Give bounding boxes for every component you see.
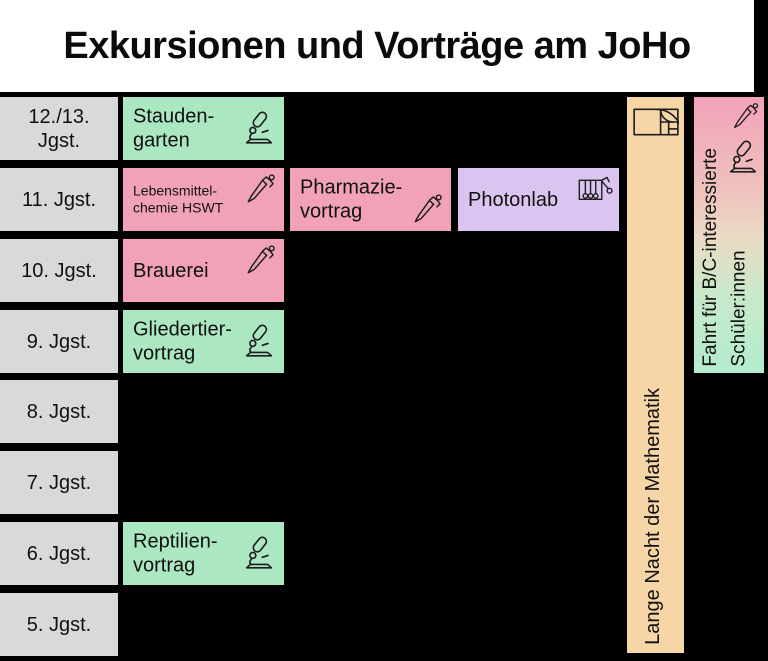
grade-label-10: 10. Jgst. — [0, 239, 118, 302]
grade-label-text: 9. Jgst. — [26, 330, 92, 353]
microscope-icon — [245, 109, 273, 144]
activity-label: Reptilien-vortrag — [133, 530, 218, 577]
page-title: Exkursionen und Vorträge am JoHo — [63, 24, 691, 67]
activity-label: Lebensmittel-chemie HSWT — [133, 182, 224, 216]
microscope-icon — [245, 322, 273, 357]
grade-label-8: 8. Jgst. — [0, 380, 118, 443]
activity-label: Pharmazie-vortrag — [300, 176, 403, 223]
activity-pharmazievortrag: Pharmazie-vortrag — [290, 168, 451, 231]
grade-label-12-13: 12./13. Jgst. — [0, 97, 118, 160]
grade-label-6: 6. Jgst. — [0, 522, 118, 585]
activity-gliedertiervortrag: Gliedertier-vortrag — [123, 310, 284, 373]
activity-lebensmittelchemie: Lebensmittel-chemie HSWT — [123, 168, 284, 231]
bar-label-line1: Fahrt für B/C-interessierte — [700, 148, 721, 367]
grade-label-text: 12./13. Jgst. — [28, 105, 90, 152]
newtons-cradle-icon — [578, 176, 613, 201]
activity-label: Brauerei — [133, 259, 209, 282]
activity-label: Stauden-garten — [133, 105, 215, 152]
grade-label-text: 6. Jgst. — [26, 542, 92, 565]
microscope-icon — [245, 534, 273, 569]
header: Exkursionen und Vorträge am JoHo — [0, 0, 754, 92]
grade-label-text: 11. Jgst. — [21, 188, 97, 211]
pipette-icon — [733, 103, 759, 129]
bar-lange-nacht-der-mathematik: Lange Nacht der Mathematik — [627, 97, 684, 653]
golden-ratio-icon — [632, 108, 679, 136]
pipette-icon — [414, 194, 442, 223]
grade-label-9: 9. Jgst. — [0, 310, 118, 373]
grade-label-5: 5. Jgst. — [0, 593, 118, 656]
activity-brauerei: Brauerei — [123, 239, 284, 302]
grade-label-text: 10. Jgst. — [21, 259, 97, 282]
pipette-icon — [247, 174, 275, 203]
grade-label-text: 8. Jgst. — [26, 400, 92, 423]
grade-label-text: 7. Jgst. — [26, 471, 92, 494]
grade-label-11: 11. Jgst. — [0, 168, 118, 231]
activity-label: Photonlab — [468, 188, 559, 211]
bar-fahrt-bc-interessierte: Fahrt für B/C-interessierte Schüler:inne… — [694, 97, 764, 373]
bar-label: Lange Nacht der Mathematik — [642, 388, 664, 645]
bar-label: Fahrt für B/C-interessierte Schüler:inne… — [697, 148, 754, 367]
activity-label: Gliedertier-vortrag — [133, 318, 232, 365]
bar-label-line2: Schüler:innen — [728, 250, 750, 367]
grade-label-text: 5. Jgst. — [26, 613, 92, 636]
activity-photonlab: Photonlab — [458, 168, 619, 231]
activity-reptilienvortrag: Reptilien-vortrag — [123, 522, 284, 585]
activity-staudengarten: Stauden-garten — [123, 97, 284, 160]
pipette-icon — [247, 245, 275, 274]
grade-label-7: 7. Jgst. — [0, 451, 118, 514]
